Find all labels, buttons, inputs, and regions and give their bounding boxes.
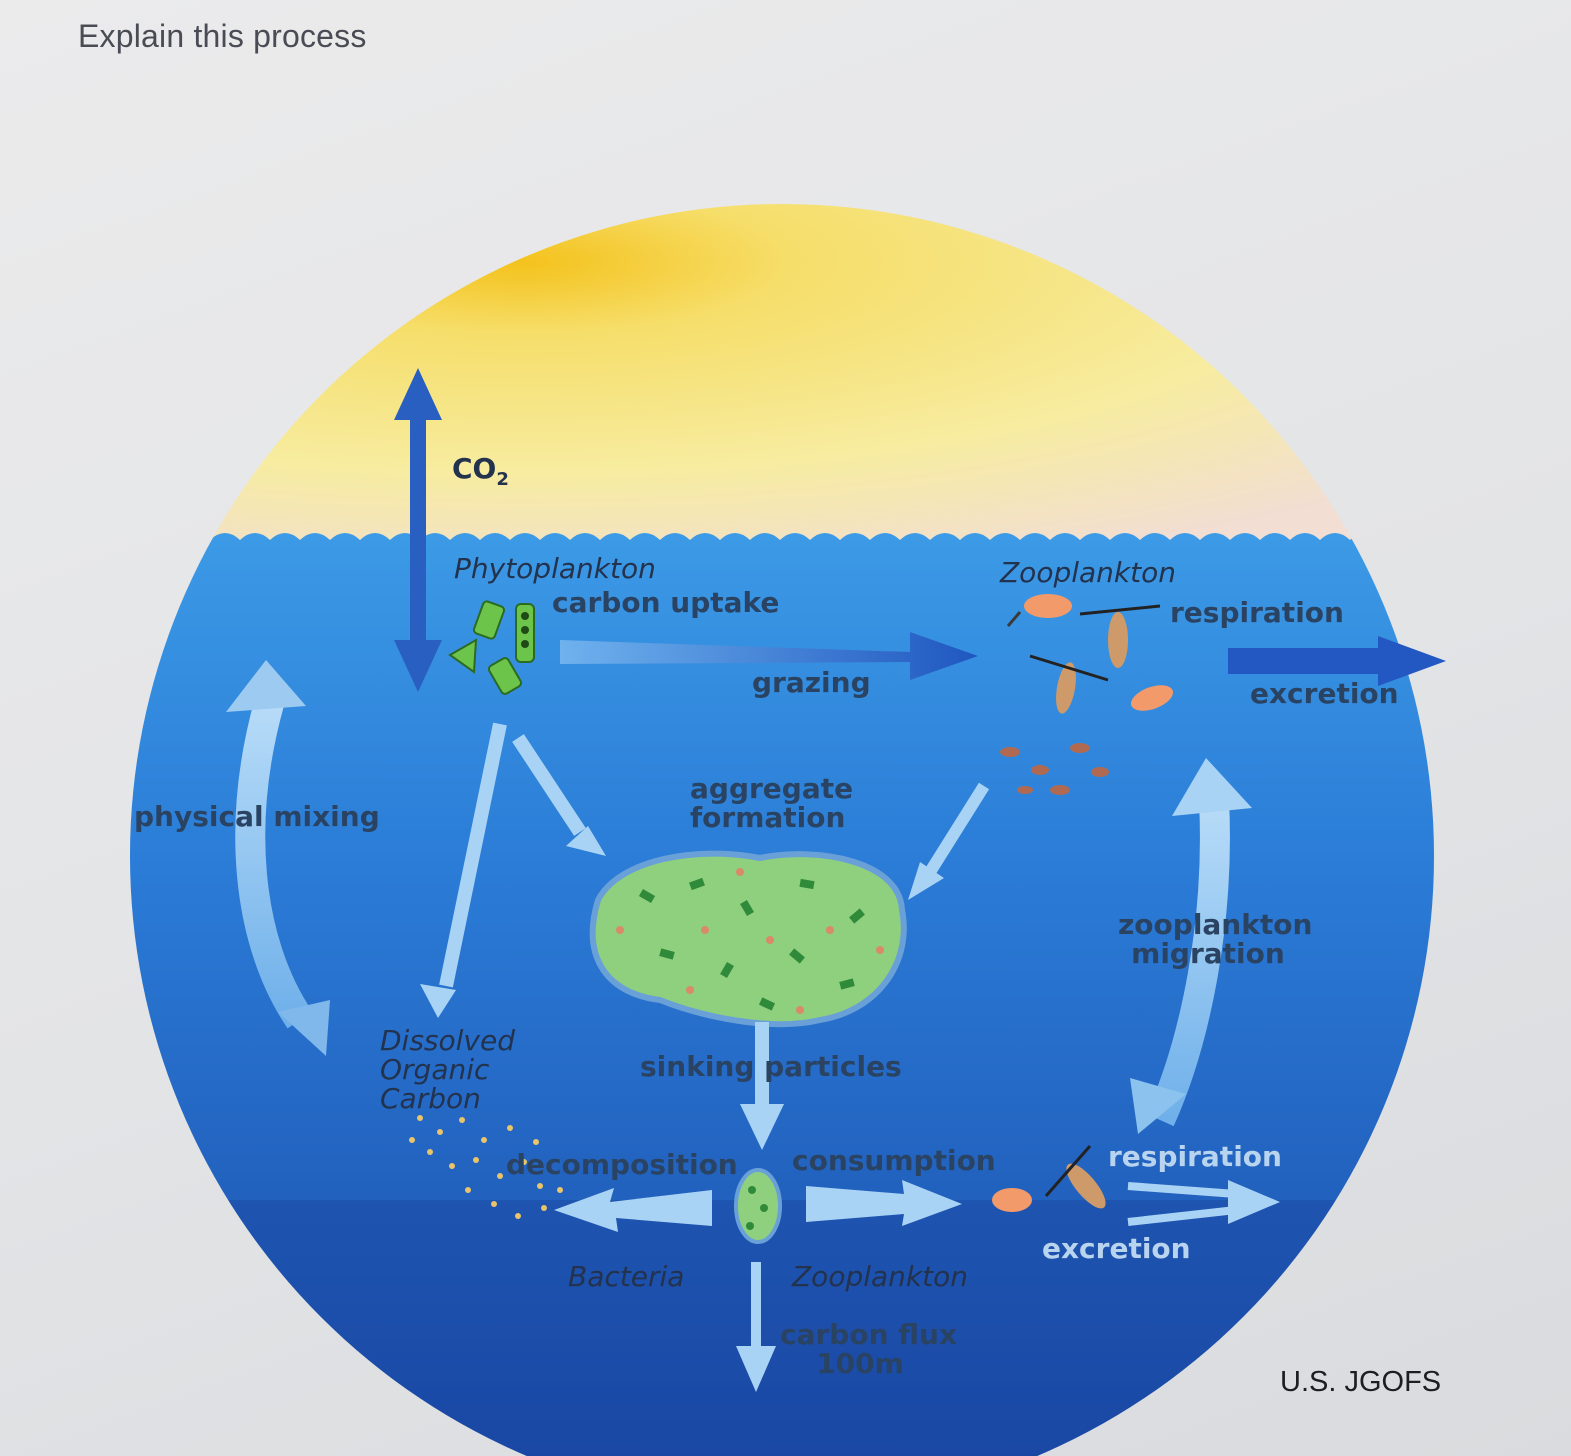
phyto-to-aggregate-arrow xyxy=(512,734,606,856)
decomposition-label: decomposition xyxy=(506,1148,738,1181)
sky xyxy=(130,204,1434,550)
excretion-bottom-label: excretion xyxy=(1042,1232,1191,1265)
credit-text: U.S. JGOFS xyxy=(1280,1366,1442,1398)
pellet-sinking-arrow xyxy=(908,782,990,900)
deep-zooplankton xyxy=(992,1145,1106,1212)
sinking-particles-label: sinking particles xyxy=(640,1050,902,1083)
physical-mixing-label: physical mixing xyxy=(134,800,380,833)
co2-exchange-arrow xyxy=(394,368,442,692)
zooplankton-bottom-label: Zooplankton xyxy=(792,1260,968,1293)
marine-snow-aggregate xyxy=(589,850,907,1028)
co2-label: CO2 xyxy=(452,452,509,490)
phytoplankton-label: Phytoplankton xyxy=(454,552,656,585)
bacteria-label: Bacteria xyxy=(568,1260,685,1293)
zooplankton-migration-arrow xyxy=(1130,758,1252,1134)
deep-export-arrow xyxy=(1127,1180,1280,1226)
dissolved-organic-carbon-dots xyxy=(409,1115,563,1219)
consumption-arrow xyxy=(806,1180,962,1226)
phyto-to-doc-arrow xyxy=(420,722,507,1018)
respiration-top-label: respiration xyxy=(1170,596,1344,629)
carbon-uptake-label: carbon uptake xyxy=(552,586,780,619)
respiration-bottom-label: respiration xyxy=(1108,1140,1282,1173)
excretion-top-label: excretion xyxy=(1250,677,1399,710)
phytoplankton-cells xyxy=(448,600,535,695)
decomposition-arrow xyxy=(554,1188,712,1232)
sinking-particle xyxy=(734,1168,782,1244)
surface-export-arrow xyxy=(1228,636,1446,686)
zooplankton-group xyxy=(1000,594,1174,795)
grazing-label: grazing xyxy=(752,666,871,699)
zooplankton-top-label: Zooplankton xyxy=(1000,556,1176,589)
physical-mixing-arrow xyxy=(226,660,330,1056)
consumption-label: consumption xyxy=(792,1144,996,1177)
sinking-arrow xyxy=(740,1022,784,1150)
grazing-arrow xyxy=(560,632,978,680)
question-text: Explain this process xyxy=(78,18,367,54)
carbon-flux-arrow xyxy=(736,1262,776,1392)
